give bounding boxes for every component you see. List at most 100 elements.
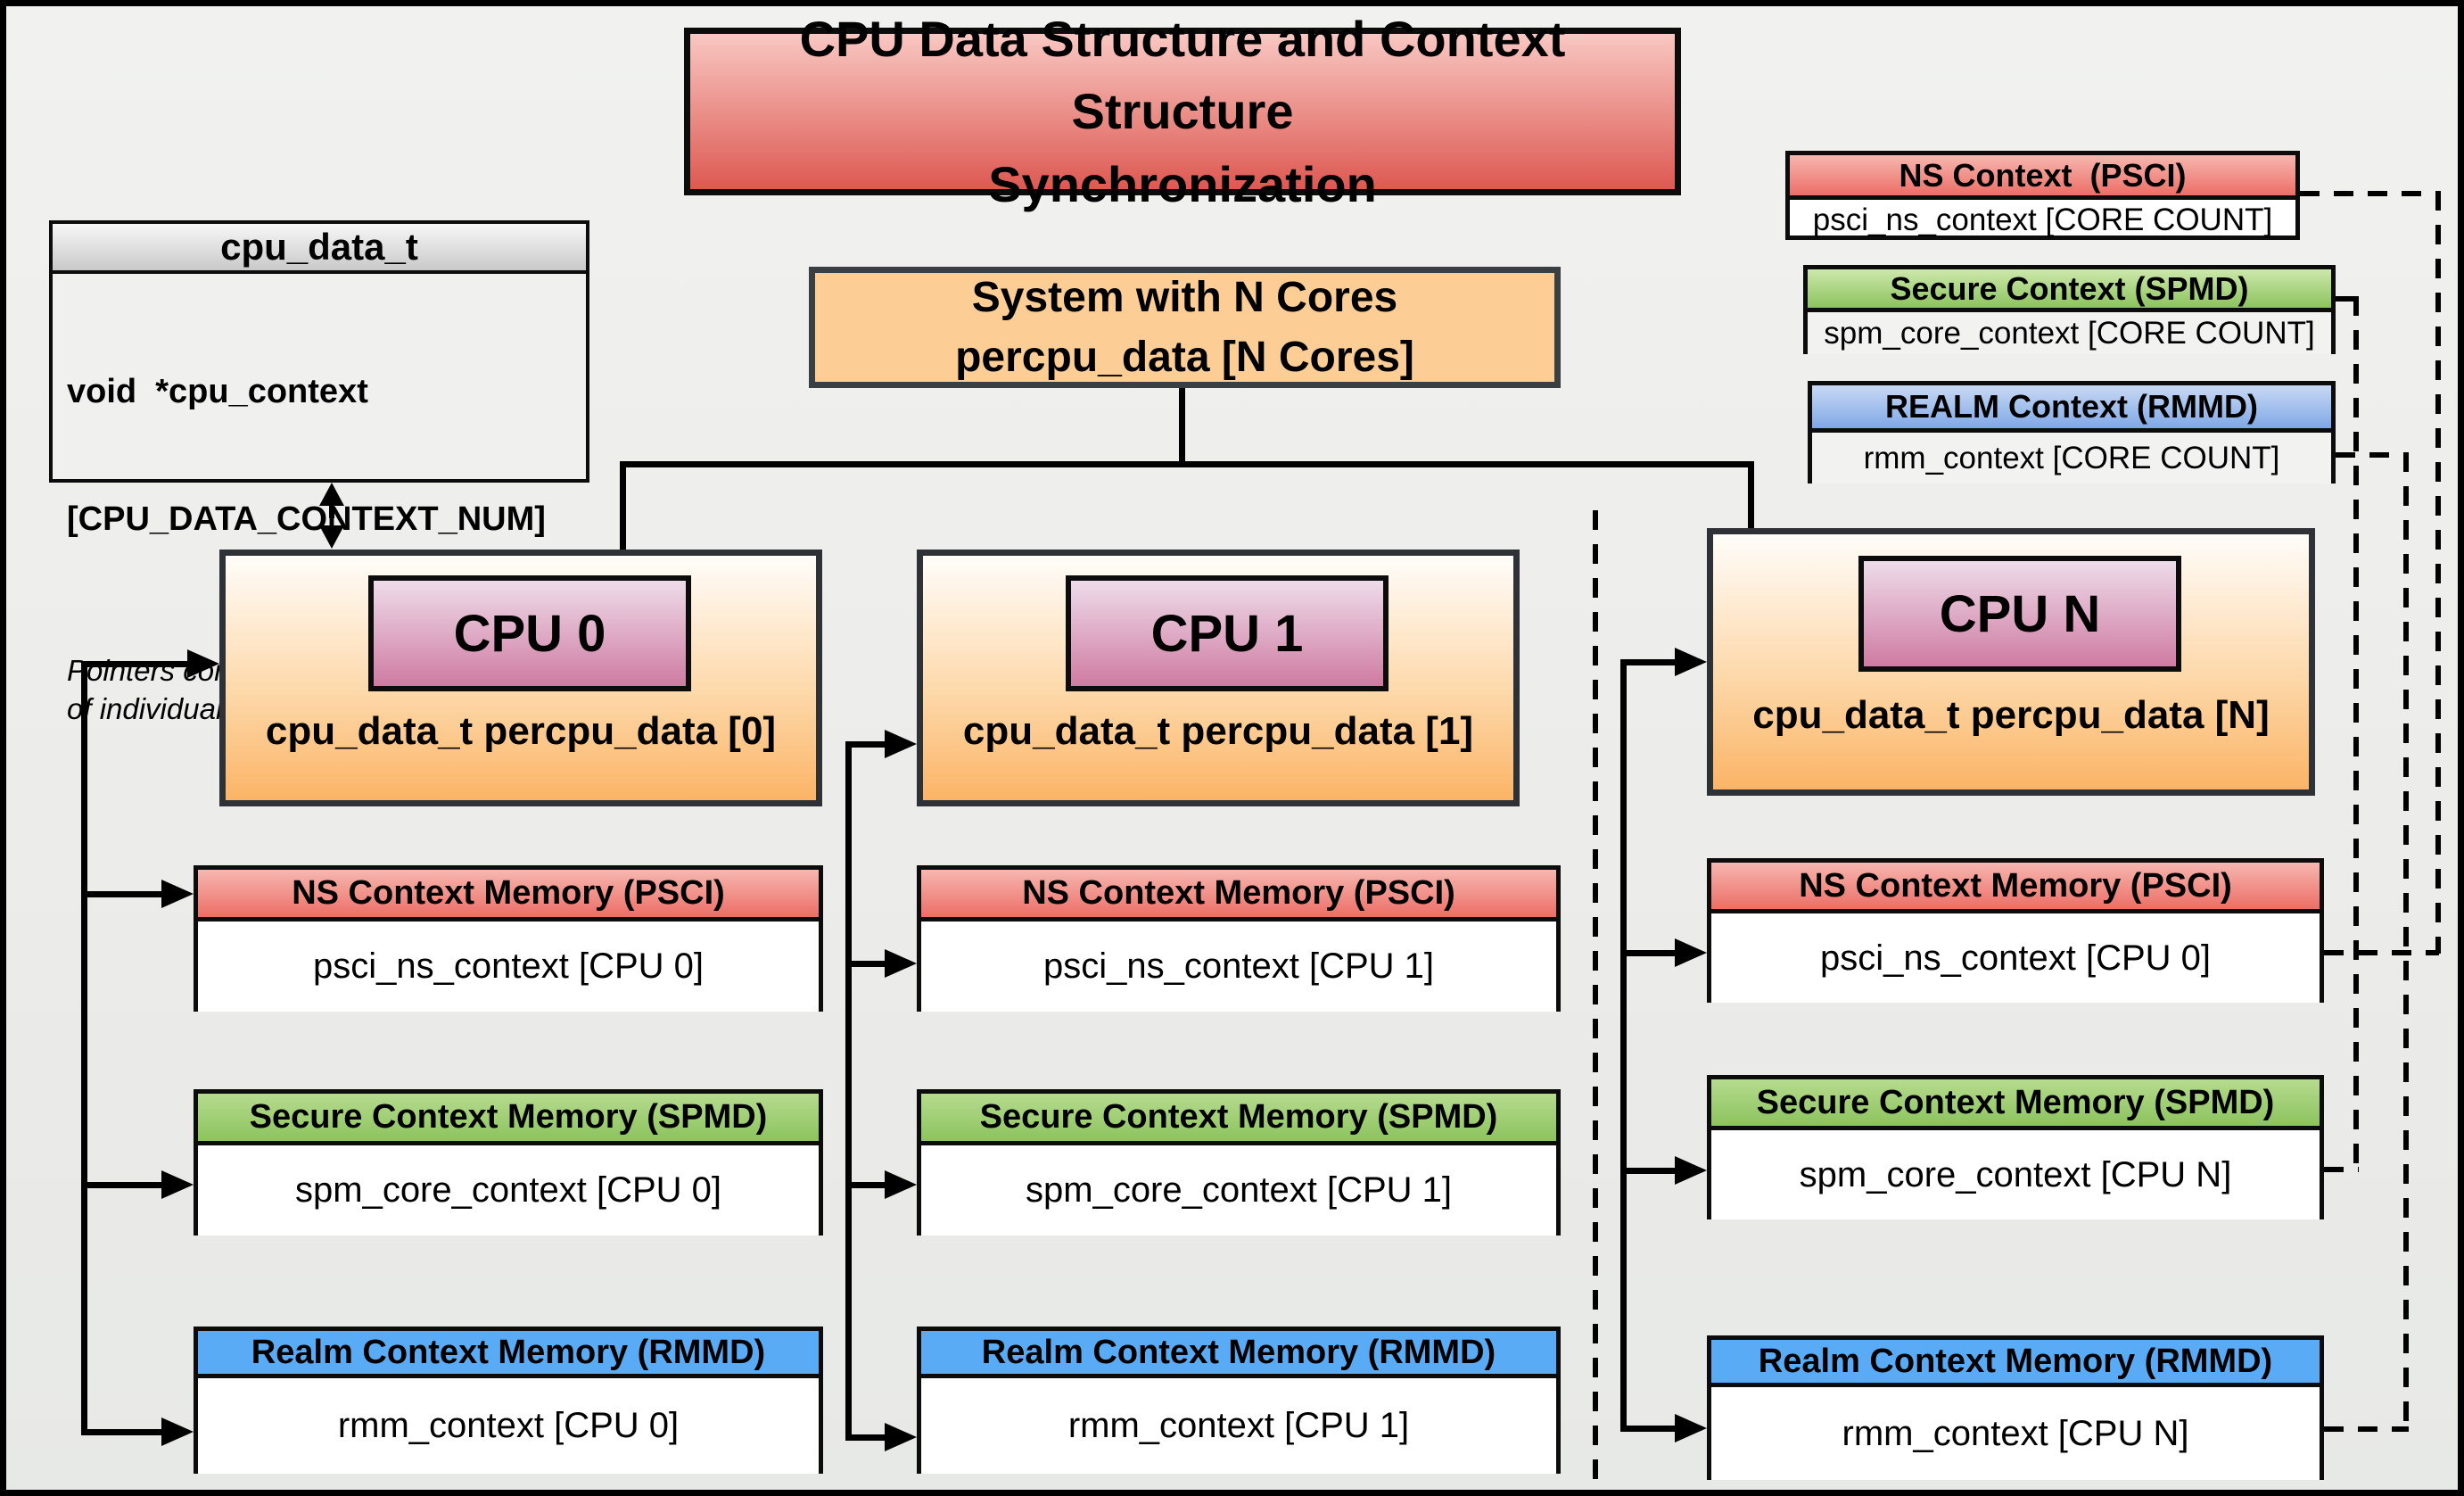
cpu1-secure-box: Secure Context Memory (SPMD) spm_core_co… (917, 1089, 1561, 1236)
cpu-data-t-struct-box: cpu_data_t void *cpu_context [CPU_DATA_C… (49, 220, 589, 725)
cpu0-secure-box: Secure Context Memory (SPMD) spm_core_co… (194, 1089, 823, 1236)
arrowhead-cpuN-realm-icon (1675, 1414, 1707, 1442)
legend-ns-box: NS Context (PSCI) psci_ns_context [CORE … (1785, 151, 2300, 240)
cpu1-secure-body: spm_core_context [CPU 1] (921, 1145, 1556, 1236)
field-line2: [CPU_DATA_CONTEXT_NUM] (67, 500, 546, 538)
cpuN-realm-box: Realm Context Memory (RMMD) rmm_context … (1707, 1335, 2324, 1480)
cpu-data-t-header: cpu_data_t (53, 224, 586, 274)
cpu0-secure-header: Secure Context Memory (SPMD) (198, 1094, 819, 1145)
arrowhead-cpu0-secure-icon (161, 1170, 194, 1199)
legend-ns-body: psci_ns_context [CORE COUNT] (1812, 202, 2273, 237)
cpu1-box: CPU 1 cpu_data_t percpu_data [1] (917, 550, 1520, 806)
arrowhead-cpu1-ns-icon (885, 949, 917, 978)
cpu1-ns-box: NS Context Memory (PSCI) psci_ns_context… (917, 865, 1561, 1012)
cpuN-connector-bus (1620, 659, 1627, 1432)
cpuN-data-label: cpu_data_t percpu_data [N] (1752, 693, 2270, 737)
legend-secure-box: Secure Context (SPMD) spm_core_context [… (1803, 265, 2336, 354)
arrowhead-cpu1-realm-icon (885, 1423, 917, 1451)
arrowhead-cpu0-ns-icon (161, 880, 194, 908)
title-line1: CPU Data Structure and Context Structure (799, 11, 1566, 140)
arrowhead-cpu0-box-icon (187, 649, 219, 678)
trunk-vertical-line (1179, 388, 1185, 467)
cpu1-branch-secure (845, 1182, 886, 1188)
cpuN-secure-body: spm_core_context [CPU N] (1711, 1130, 2320, 1219)
diagram-title: CPU Data Structure and Context Structure… (684, 11, 1681, 212)
cpu0-secure-body: spm_core_context [CPU 0] (198, 1145, 819, 1236)
cpu0-branch-ns (81, 891, 161, 897)
cpu0-branch-secure (81, 1182, 161, 1188)
arrowhead-cpuN-ns-icon (1675, 938, 1707, 967)
arrowhead-cpu1-secure-icon (885, 1170, 917, 1199)
cpuN-secure-box: Secure Context Memory (SPMD) spm_core_co… (1707, 1075, 2324, 1219)
cpu0-data-label: cpu_data_t percpu_data [0] (265, 709, 777, 753)
realm-legend-dashed-v (2403, 452, 2409, 1430)
cpuN-ns-box: NS Context Memory (PSCI) psci_ns_context… (1707, 858, 2324, 1003)
cpu0-label-box: CPU 0 (368, 575, 691, 691)
ns-legend-dashed-v (2435, 191, 2441, 954)
cpuN-branch-ns (1620, 950, 1676, 956)
arrowhead-cpuN-box-icon (1675, 648, 1707, 676)
cpu1-ns-header: NS Context Memory (PSCI) (921, 870, 1556, 922)
cpu1-connector-bus (845, 741, 852, 1441)
cpu-data-t-field: void *cpu_context [CPU_DATA_CONTEXT_NUM] (53, 274, 586, 625)
legend-realm-body: rmm_context [CORE COUNT] (1812, 433, 2331, 484)
arrowhead-cpuN-secure-icon (1675, 1156, 1707, 1185)
legend-secure-header: Secure Context (SPMD) (1808, 269, 2331, 312)
cpuN-ns-header: NS Context Memory (PSCI) (1711, 863, 2320, 913)
cpu0-box: CPU 0 cpu_data_t percpu_data [0] (219, 550, 822, 806)
legend-realm-box: REALM Context (RMMD) rmm_context [CORE C… (1808, 381, 2336, 484)
field-line1: void *cpu_context (67, 373, 368, 410)
cpuN-label-box: CPU N (1858, 556, 2181, 672)
cpu0-realm-box: Realm Context Memory (RMMD) rmm_context … (194, 1327, 823, 1474)
arrowhead-up-icon (319, 483, 344, 506)
cpu1-secure-header: Secure Context Memory (SPMD) (921, 1094, 1556, 1145)
realm-legend-dashed-h1 (2336, 452, 2409, 458)
cpu1-branch-ns (845, 961, 886, 967)
cpu1-ns-body: psci_ns_context [CPU 1] (921, 922, 1556, 1012)
title-line2: Synchronization (988, 155, 1377, 212)
cpu0-branch-box (81, 661, 188, 667)
cpu0-ns-body: psci_ns_context [CPU 0] (198, 922, 819, 1012)
cpu1-label-box: CPU 1 (1066, 575, 1389, 691)
cpu1-realm-box: Realm Context Memory (RMMD) rmm_context … (917, 1327, 1561, 1474)
arrowhead-cpu1-box-icon (885, 730, 917, 758)
cpu0-connector-bus (81, 661, 87, 1435)
trunk-horizontal-line (620, 461, 1754, 467)
cpu0-realm-header: Realm Context Memory (RMMD) (198, 1331, 819, 1378)
realm-legend-dashed-h2 (2324, 1426, 2409, 1432)
cpu1-realm-body: rmm_context [CPU 1] (921, 1378, 1556, 1474)
ns-legend-dashed-h2 (2324, 950, 2439, 955)
ns-legend-dashed-h1 (2300, 191, 2439, 196)
secure-legend-dashed-h1 (2336, 296, 2359, 302)
arrowhead-cpu0-realm-icon (161, 1417, 194, 1446)
cpu0-realm-body: rmm_context [CPU 0] (198, 1378, 819, 1474)
cpuN-branch-secure (1620, 1168, 1676, 1174)
cpu1-branch-realm (845, 1434, 886, 1441)
system-box: System with N Cores percpu_data [N Cores… (809, 267, 1561, 388)
secure-legend-dashed-h2 (2324, 1167, 2359, 1172)
cpuN-realm-header: Realm Context Memory (RMMD) (1711, 1340, 2320, 1387)
cpuN-realm-body: rmm_context [CPU N] (1711, 1387, 2320, 1480)
cpu1-data-label: cpu_data_t percpu_data [1] (962, 709, 1474, 753)
column-separator-dashed-line (1593, 510, 1598, 1490)
system-line2: percpu_data [N Cores] (955, 334, 1414, 381)
struct-to-cpu0-dashed-link (329, 499, 334, 531)
arrowhead-down-icon (319, 525, 344, 549)
legend-realm-header: REALM Context (RMMD) (1812, 385, 2331, 433)
cpu1-branch-box (845, 741, 886, 748)
cpu0-ns-header: NS Context Memory (PSCI) (198, 870, 819, 922)
cpu0-ns-box: NS Context Memory (PSCI) psci_ns_context… (194, 865, 823, 1012)
cpu1-realm-header: Realm Context Memory (RMMD) (921, 1331, 1556, 1378)
diagram-title-text: CPU Data Structure and Context Structure… (690, 6, 1675, 220)
cpuN-box: CPU N cpu_data_t percpu_data [N] (1707, 528, 2315, 796)
system-line1: System with N Cores (971, 273, 1398, 321)
cpu0-branch-realm (81, 1429, 161, 1435)
cpuN-secure-header: Secure Context Memory (SPMD) (1711, 1079, 2320, 1130)
cpuN-ns-body: psci_ns_context [CPU 0] (1711, 913, 2320, 1003)
cpuN-branch-box (1620, 659, 1676, 665)
system-box-text: System with N Cores percpu_data [N Cores… (955, 268, 1414, 387)
trunk-drop-cpuN (1748, 461, 1754, 531)
legend-ns-header: NS Context (PSCI) (1790, 155, 2295, 200)
cpuN-branch-realm (1620, 1426, 1676, 1432)
